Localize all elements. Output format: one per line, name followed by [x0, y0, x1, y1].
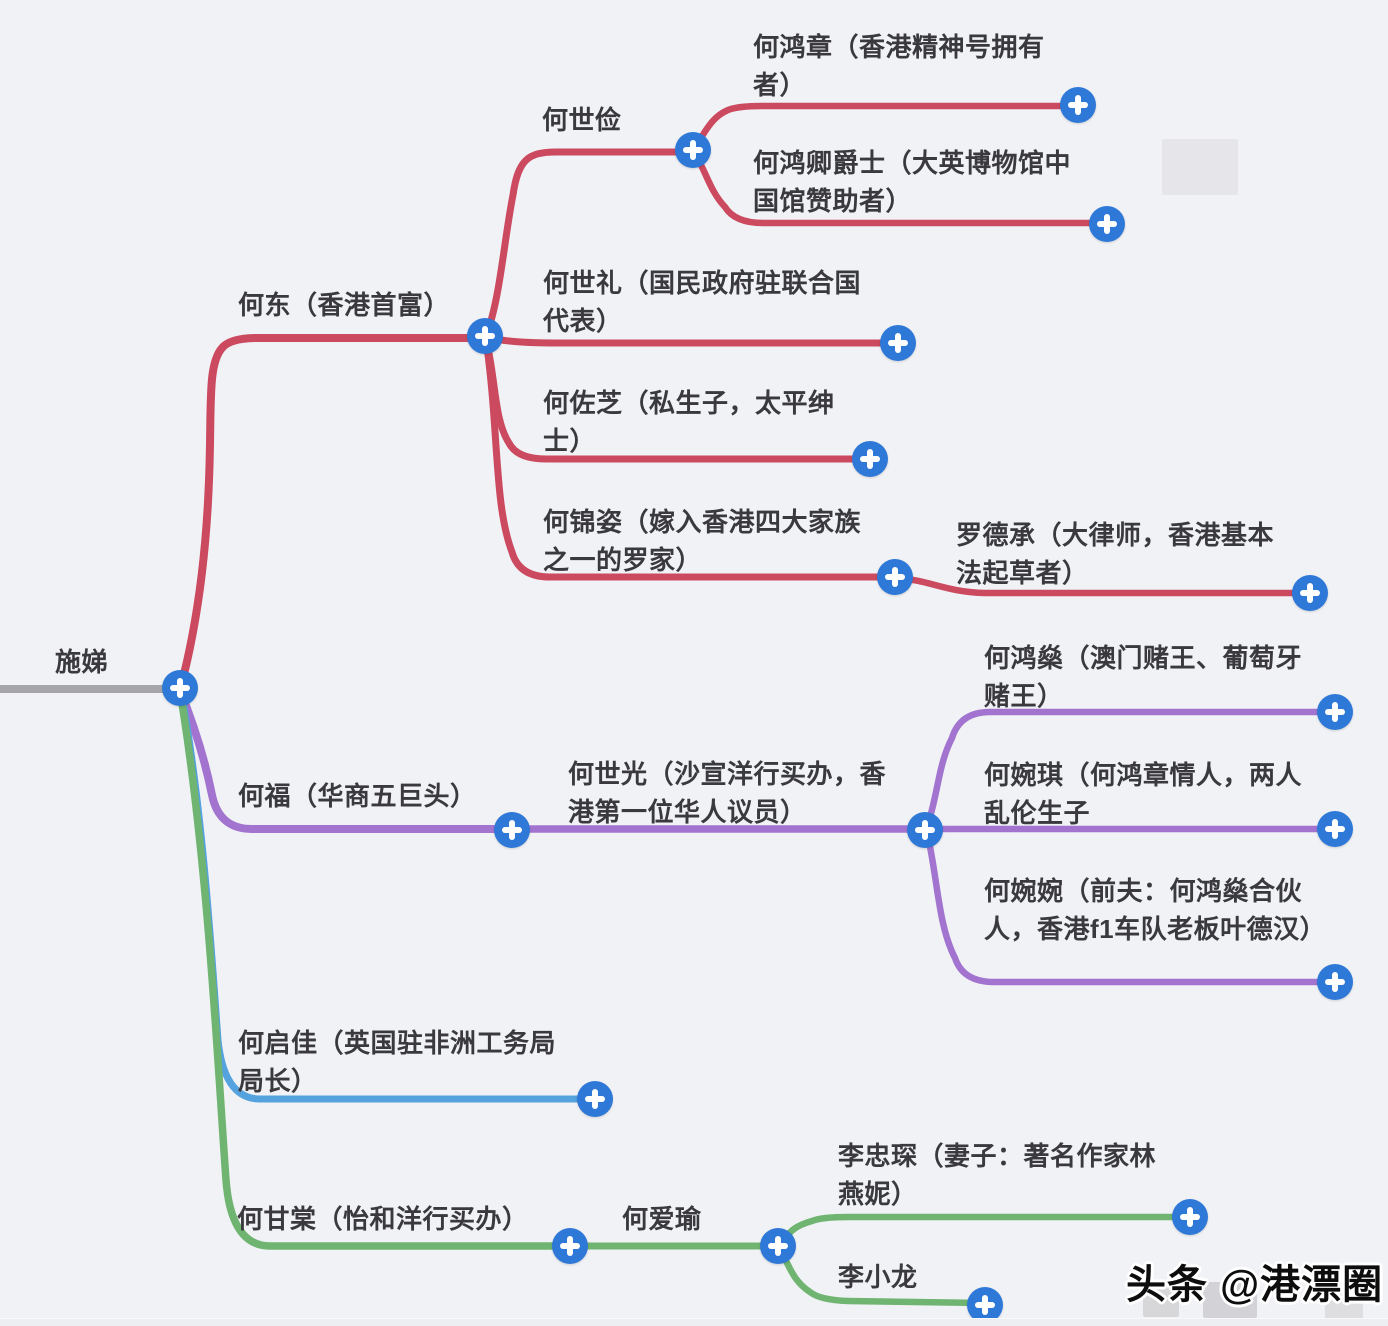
node-hehongqing[interactable]: 何鸿卿爵士（大英博物馆中国馆赞助者） — [753, 148, 1072, 216]
edge-hegantang — [176, 687, 572, 1250]
edge-heshijian — [482, 148, 696, 340]
node-lixiaolong[interactable]: 李小龙 — [838, 1262, 918, 1292]
node-hewanqi[interactable]: 何婉琪（何鸿章情人，两人乱伦生子 — [984, 760, 1303, 828]
node-hehongzhang[interactable]: 何鸿章（香港精神号拥有者） — [753, 32, 1045, 100]
edge-lizhongchen — [776, 1213, 1192, 1247]
blur-patch — [1203, 1282, 1257, 1318]
node-lizhongchen[interactable]: 李忠琛（妻子：著名作家林燕妮） — [838, 1141, 1157, 1209]
expand-button-heqijia plus-icon[interactable] — [577, 1081, 613, 1117]
node-hedong[interactable]: 何东（香港首富） — [238, 290, 451, 320]
expand-button-lixiaolong plus-icon[interactable] — [967, 1287, 1003, 1323]
expand-button-hehongzhang plus-icon[interactable] — [1060, 87, 1096, 123]
expand-button-lizhongchen plus-icon[interactable] — [1172, 1199, 1208, 1235]
node-hejinzi[interactable]: 何锦姿（嫁入香港四大家族之一的罗家） — [543, 507, 862, 575]
edge-hefu — [176, 686, 514, 833]
bottom-edge — [0, 1318, 1388, 1326]
expand-button-heshili plus-icon[interactable] — [880, 325, 916, 361]
expand-button-hefu plus-icon[interactable] — [494, 812, 530, 848]
node-heqijia[interactable]: 何启佳（英国驻非洲工务局局长） — [238, 1028, 557, 1096]
node-hezuozhi[interactable]: 何佐芝（私生子，太平绅士） — [543, 388, 835, 456]
expand-button-heshiguang plus-icon[interactable] — [907, 812, 943, 848]
expand-button-heshijian plus-icon[interactable] — [675, 132, 711, 168]
edge-lixiaolong — [776, 1246, 987, 1307]
node-hewanwan[interactable]: 何婉婉（前夫：何鸿燊合伙人，香港f1车队老板叶德汉） — [984, 876, 1327, 944]
node-hegantang[interactable]: 何甘棠（怡和洋行买办） — [237, 1204, 529, 1234]
edge-hehongzhang — [690, 102, 1080, 152]
edge-hehongshen — [923, 708, 1337, 831]
expand-button-heaiyu plus-icon[interactable] — [760, 1228, 796, 1264]
blur-patch — [1162, 139, 1238, 195]
node-heshijian[interactable]: 何世俭 — [542, 105, 622, 135]
expand-button-hehongshen plus-icon[interactable] — [1317, 694, 1353, 730]
node-heshili[interactable]: 何世礼（国民政府驻联合国代表） — [543, 268, 862, 336]
node-root[interactable]: 施娣 — [55, 647, 109, 677]
expand-button-hezuozhi plus-icon[interactable] — [852, 441, 888, 477]
expand-button-luodecheng plus-icon[interactable] — [1292, 575, 1328, 611]
edge-hedong — [176, 334, 488, 694]
blur-patch — [1325, 1289, 1363, 1319]
expand-button-hedong plus-icon[interactable] — [467, 318, 503, 354]
expand-button-hejinzi plus-icon[interactable] — [877, 559, 913, 595]
expand-button-root plus-icon[interactable] — [162, 670, 198, 706]
expand-button-hehongqing plus-icon[interactable] — [1089, 206, 1125, 242]
node-hefu[interactable]: 何福（华商五巨头） — [238, 781, 477, 811]
expand-button-hewanwan plus-icon[interactable] — [1317, 964, 1353, 1000]
expand-button-hewanqi plus-icon[interactable] — [1317, 811, 1353, 847]
expand-button-hegantang plus-icon[interactable] — [552, 1228, 588, 1264]
node-luodecheng[interactable]: 罗德承（大律师，香港基本法起草者） — [956, 520, 1275, 588]
edge-hewanwan — [923, 828, 1337, 986]
node-heaiyu[interactable]: 何爱瑜 — [622, 1204, 702, 1234]
edge-hejinzi — [482, 336, 897, 581]
edge-hehongqing — [690, 149, 1109, 227]
node-heshiguang[interactable]: 何世光（沙宣洋行买办，香港第一位华人议员） — [568, 759, 887, 827]
blur-patch — [1143, 1284, 1179, 1317]
node-hehongshen[interactable]: 何鸿燊（澳门赌王、葡萄牙赌王） — [984, 643, 1303, 711]
watermark: 头条 @港漂圈 — [1126, 1263, 1384, 1307]
